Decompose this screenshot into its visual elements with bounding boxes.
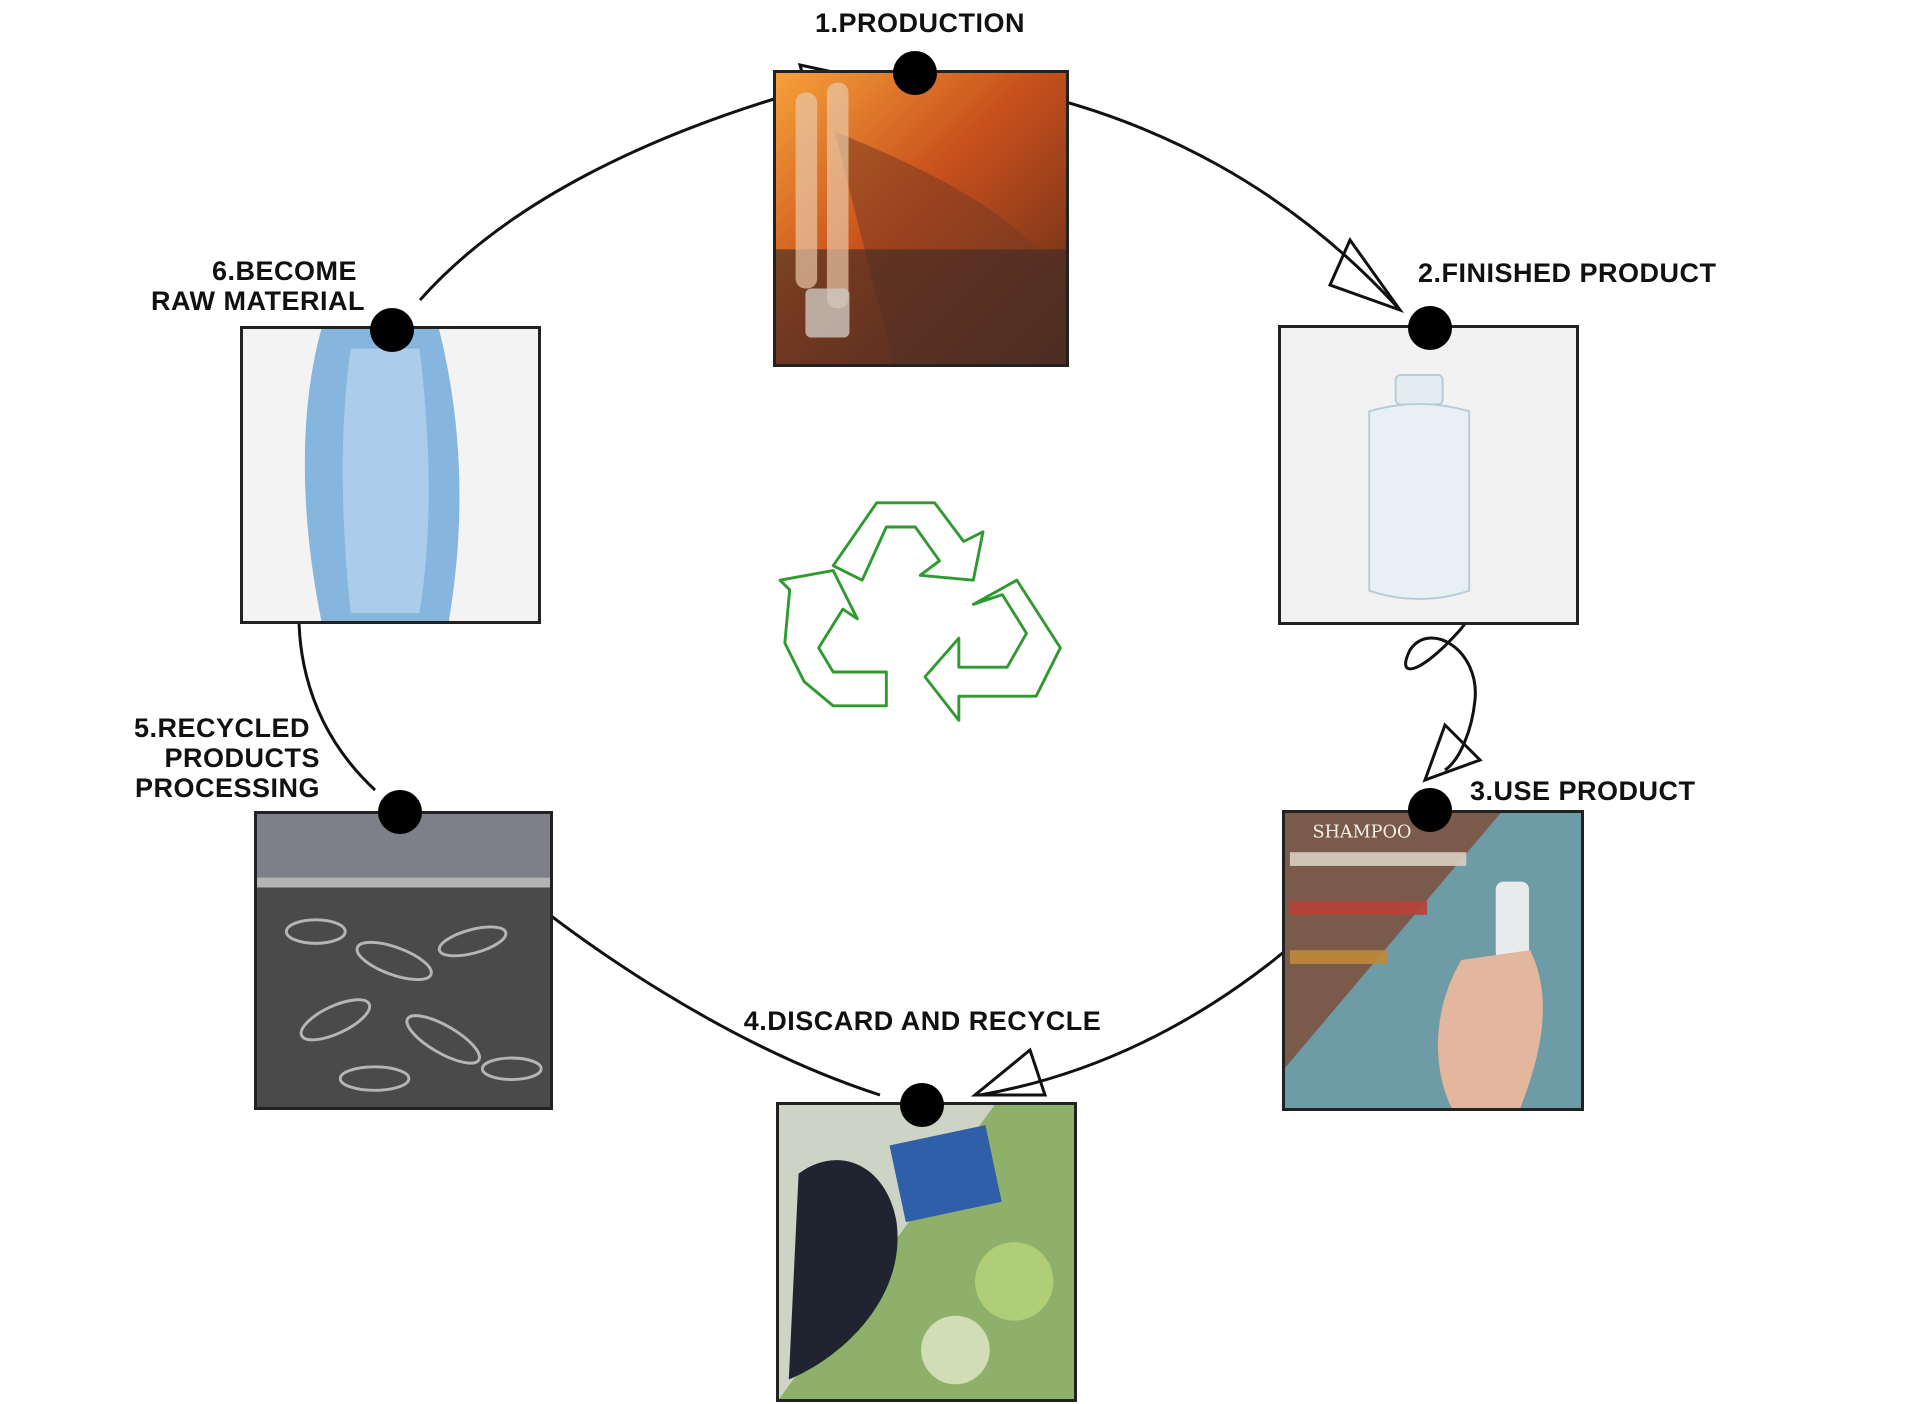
recycled-processing-photo bbox=[254, 811, 553, 1110]
preform-production-photo-icon bbox=[776, 73, 1066, 364]
step-4-label-line: 4.DISCARD AND RECYCLE bbox=[743, 1006, 1102, 1036]
step-4-label: 4.DISCARD AND RECYCLE bbox=[720, 1006, 1125, 1036]
step-5-dot bbox=[378, 790, 422, 834]
shop-sign-text: SHAMPOO bbox=[1312, 823, 1411, 843]
step-5-label-line-1: 5.RECYCLED bbox=[133, 713, 310, 743]
step-3-label: 3.USE PRODUCT bbox=[1470, 776, 1696, 806]
step-3-dot bbox=[1408, 788, 1452, 832]
spray-bottle-in-store-photo-icon: SHAMPOO bbox=[1285, 813, 1581, 1108]
step-1-dot bbox=[893, 51, 937, 95]
production-photo bbox=[773, 70, 1069, 367]
step-1-label: 1.PRODUCTION bbox=[770, 8, 1070, 38]
garbage-bags-photo-icon bbox=[779, 1105, 1074, 1399]
arrowhead-3 bbox=[1422, 722, 1483, 783]
step-6-label-line-2: RAW MATERIAL bbox=[151, 286, 365, 316]
use-product-photo: SHAMPOO bbox=[1282, 810, 1584, 1111]
recycle-icon bbox=[778, 501, 1062, 722]
step-2-label: 2.FINISHED PRODUCT bbox=[1418, 258, 1717, 288]
step-3-label-line: 3.USE PRODUCT bbox=[1470, 776, 1696, 806]
raw-material-photo bbox=[240, 326, 541, 624]
step-6-label-line-1: 6.BECOME bbox=[211, 256, 357, 286]
step-4-dot bbox=[900, 1083, 944, 1127]
arrowhead-4 bbox=[970, 1047, 1048, 1097]
arrowhead-2 bbox=[1327, 236, 1405, 314]
bottle-pile-photo-icon bbox=[257, 814, 550, 1107]
step-5-label: 5.RECYCLED PRODUCTS PROCESSING bbox=[60, 713, 320, 803]
step-2-dot bbox=[1408, 306, 1452, 350]
blue-pet-flakes-photo-icon bbox=[243, 329, 538, 621]
finished-product-photo bbox=[1278, 325, 1579, 625]
step-6-dot bbox=[370, 308, 414, 352]
step-6-label: 6.BECOME RAW MATERIAL bbox=[80, 256, 365, 316]
discard-recycle-photo bbox=[776, 1102, 1077, 1402]
step-1-label-line: 1.PRODUCTION bbox=[814, 8, 1026, 38]
step-5-label-line-3: PROCESSING bbox=[134, 773, 320, 803]
step-2-label-line: 2.FINISHED PRODUCT bbox=[1418, 258, 1717, 288]
clear-bottle-photo-icon bbox=[1281, 328, 1576, 622]
step-5-label-line-2: PRODUCTS bbox=[164, 743, 320, 773]
